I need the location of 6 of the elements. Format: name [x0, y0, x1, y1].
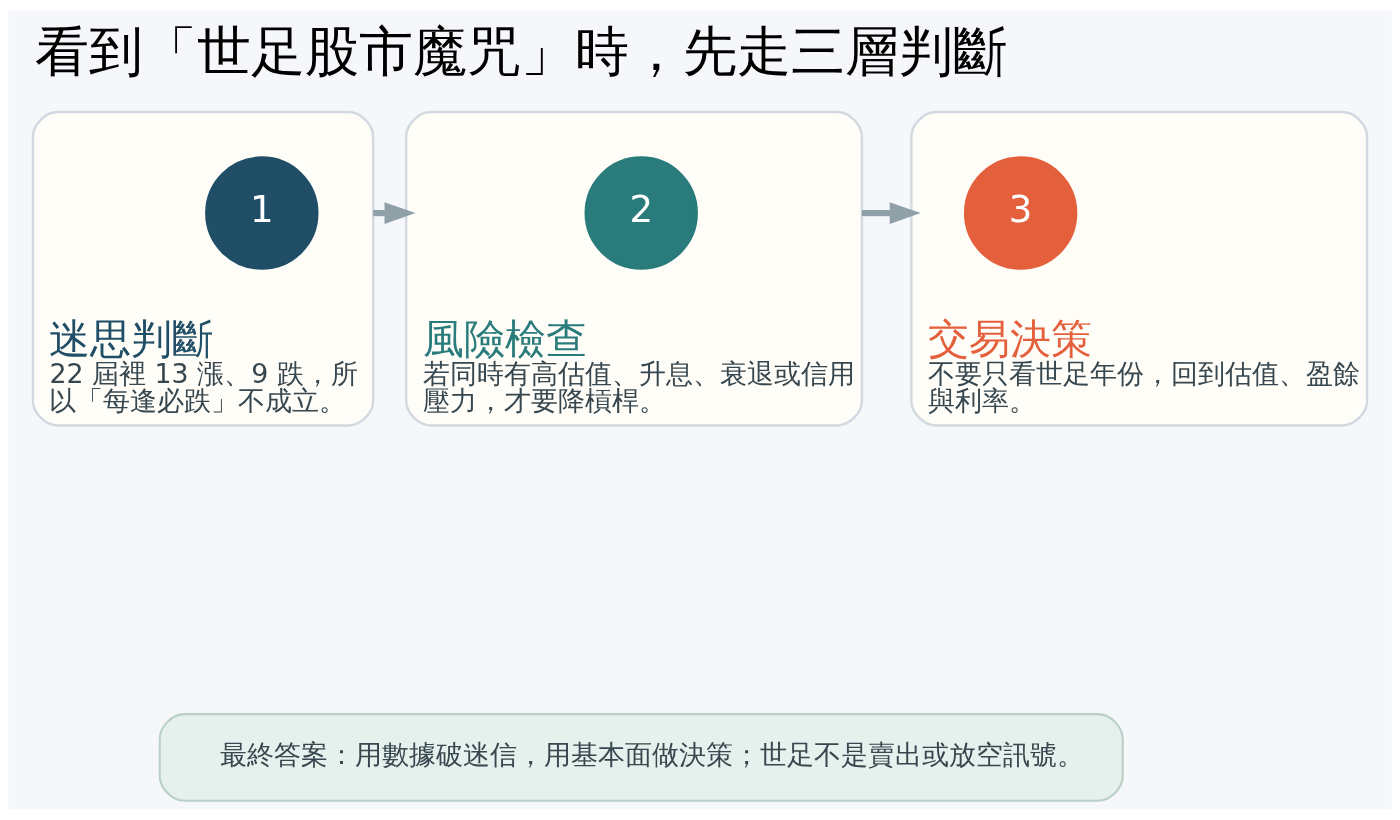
arrow: [861, 202, 921, 224]
node-circle: 2: [584, 156, 698, 270]
node-box: 最終答案：用數據破迷信，用基本面做決策；世足不是賣出或放空訊號。: [158, 713, 1124, 802]
node-circle: 3: [963, 156, 1078, 270]
node-circle: 1: [205, 156, 319, 270]
diagram-title: 看到「世足股市魔咒」時，先走三層判斷: [34, 20, 1007, 84]
